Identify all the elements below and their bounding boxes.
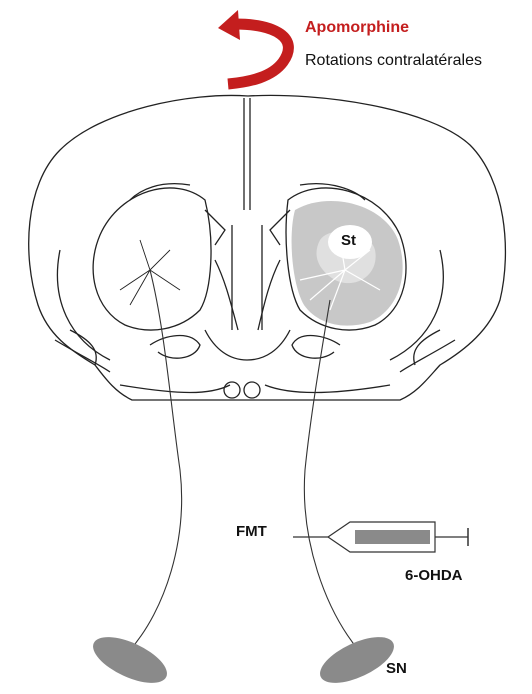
septum	[232, 225, 262, 330]
striatum-label: St	[341, 232, 356, 249]
brain-section	[29, 95, 506, 400]
central-structures	[205, 260, 290, 360]
toxin-label: 6-OHDA	[405, 567, 463, 584]
striatum-lesion-shading	[292, 201, 403, 326]
effect-label: Rotations contralatérales	[305, 52, 482, 70]
lateral-fold-right	[400, 330, 455, 372]
left-striatum-fibers	[120, 240, 180, 305]
ventral-base	[120, 385, 390, 393]
left-pathway	[130, 270, 182, 650]
optic-chiasm-left	[224, 382, 240, 398]
substantia-nigra-left	[87, 628, 174, 689]
optic-chiasm-right	[244, 382, 260, 398]
lateral-fold-left	[55, 330, 110, 372]
left-internal-capsule	[130, 184, 200, 359]
drug-label: Apomorphine	[305, 19, 409, 37]
nigrostriatal-pathways	[130, 270, 360, 652]
left-striatum	[93, 188, 211, 330]
syringe-icon	[293, 522, 468, 552]
nigra-label: SN	[386, 660, 407, 677]
pathway-label: FMT	[236, 523, 267, 540]
rotation-arrow-icon	[218, 10, 288, 84]
substantia-nigra-right	[314, 628, 401, 689]
